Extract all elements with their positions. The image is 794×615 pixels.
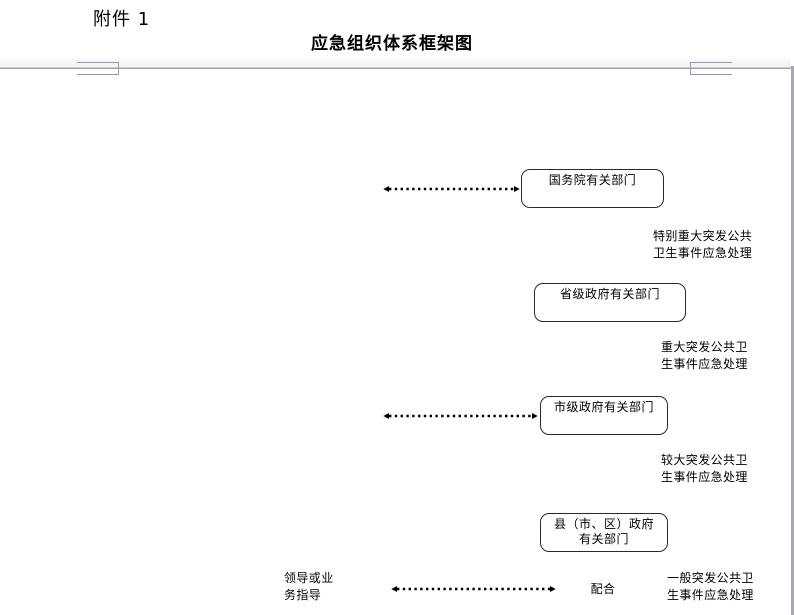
node-state-council[interactable]: 国务院有关部门 [521, 169, 664, 208]
node-county-government[interactable]: 县（市、区）政府 有关部门 [540, 513, 668, 552]
connector-municipal-government-arrow [383, 412, 538, 419]
page-right-border [791, 0, 794, 615]
page-title: 应急组织体系框架图 [311, 34, 473, 54]
page-right-border-mask [791, 0, 794, 66]
note-major: 重大突发公共卫 生事件应急处理 [661, 340, 748, 371]
connector-state-council-arrow [383, 185, 520, 192]
legend-left-label: 领导或业 务指导 [284, 571, 334, 602]
note-relatively-major: 较大突发公共卫 生事件应急处理 [661, 453, 748, 484]
legend-right-label: 配合 [590, 582, 616, 596]
note-general: 一般突发公共卫 生事件应急处理 [667, 571, 754, 602]
header-area-shading [0, 56, 794, 67]
note-extremely-major: 特别重大突发公共 卫生事件应急处理 [653, 229, 753, 260]
connector-legend-arrow [391, 585, 556, 592]
node-provincial-government[interactable]: 省级政府有关部门 [534, 283, 686, 322]
attachment-label: 附件 1 [93, 9, 151, 30]
header-separator-rule [0, 66, 794, 69]
node-municipal-government[interactable]: 市级政府有关部门 [540, 396, 668, 435]
